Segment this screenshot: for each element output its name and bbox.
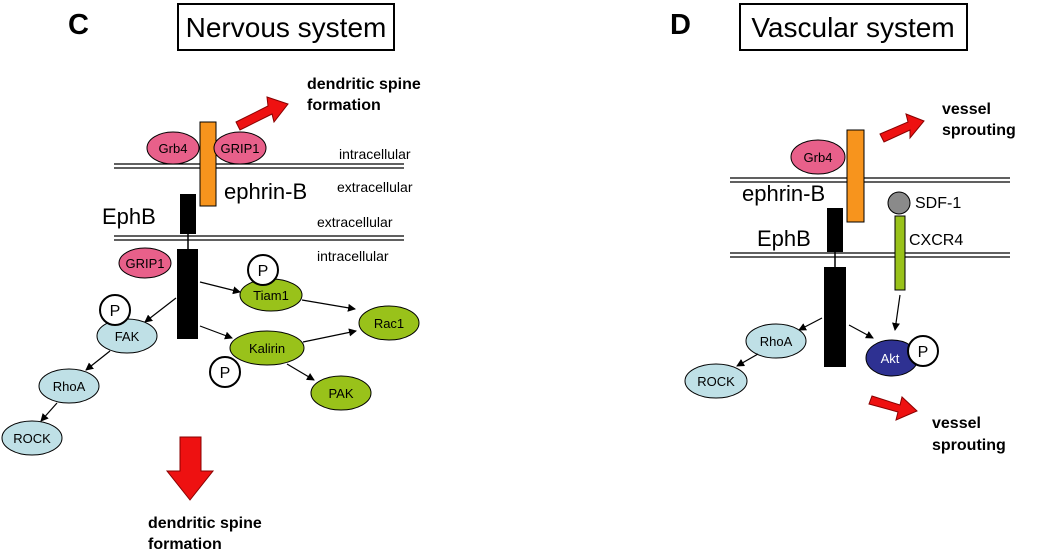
grip1-low-node-c bbox=[118, 247, 172, 279]
ephrin-b-label-c: ephrin-B bbox=[224, 179, 307, 204]
ephrin-b-receptor-c bbox=[199, 121, 217, 207]
upper-membrane-d bbox=[730, 177, 1010, 183]
label-extracellular-bottom-c: extracellular bbox=[317, 214, 393, 230]
rhoa-label-d: RhoA bbox=[760, 334, 793, 349]
ephb-extracellular-d bbox=[827, 208, 843, 252]
rac1-node bbox=[358, 305, 420, 341]
lower-membrane-d bbox=[730, 252, 1010, 258]
arrow-rhoa-rock-c bbox=[40, 402, 58, 422]
phospho-tiam1-label: P bbox=[258, 263, 269, 280]
label-extracellular-top-c: extracellular bbox=[337, 179, 413, 195]
top-outcome-line2-c: formation bbox=[307, 97, 381, 114]
bottom-outcome-line2-d: sprouting bbox=[932, 437, 1006, 454]
pak-label: PAK bbox=[328, 386, 353, 401]
bottom-outcome-arrow-c bbox=[165, 436, 215, 501]
phospho-akt-label: P bbox=[918, 344, 929, 361]
ephb-extracellular-c bbox=[180, 194, 196, 234]
kalirin-node bbox=[229, 330, 305, 366]
phospho-tiam1 bbox=[247, 254, 279, 286]
panel-c: C Nervous system dendritic spine formati… bbox=[1, 3, 421, 552]
ephb-label-d: EphB bbox=[757, 226, 811, 251]
phospho-akt bbox=[907, 335, 939, 367]
grip1-top-label-c: GRIP1 bbox=[220, 141, 259, 156]
bottom-outcome-line1-c: dendritic spine bbox=[148, 515, 262, 532]
bottom-outcome-line1-d: vessel bbox=[932, 415, 981, 432]
arrow-kalirin-pak bbox=[286, 363, 315, 381]
panel-letter-c: C bbox=[68, 9, 89, 41]
phospho-fak bbox=[99, 294, 131, 326]
top-outcome-line1-d: vessel bbox=[942, 101, 991, 118]
cxcr4-label: CXCR4 bbox=[909, 232, 963, 249]
ephb-intracellular-d bbox=[824, 267, 846, 367]
ephb-label-c: EphB bbox=[102, 204, 156, 229]
arrow-tiam1-rac1 bbox=[301, 299, 356, 312]
phospho-kalirin bbox=[209, 356, 241, 388]
cxcr4-receptor bbox=[894, 215, 906, 291]
label-intracellular-top-c: intracellular bbox=[339, 146, 411, 162]
rac1-label: Rac1 bbox=[374, 316, 404, 331]
arrow-cxcr4-akt bbox=[892, 294, 901, 331]
sdf1-label: SDF-1 bbox=[915, 195, 961, 212]
arrow-kalirin-rac1 bbox=[302, 328, 357, 343]
arrow-rhoa-rock-d bbox=[736, 353, 759, 367]
top-outcome-arrow-d bbox=[879, 113, 925, 143]
kalirin-label: Kalirin bbox=[249, 341, 285, 356]
sdf1-ligand bbox=[887, 191, 911, 215]
top-outcome-arrow-c bbox=[235, 96, 289, 131]
bottom-outcome-arrow-d bbox=[868, 395, 918, 421]
arrow-ephb-fak bbox=[144, 297, 177, 323]
top-outcome-line2-d: sprouting bbox=[942, 122, 1016, 139]
rhoa-node-c bbox=[38, 368, 100, 404]
grb4-node-c bbox=[146, 131, 200, 165]
grip1-low-label-c: GRIP1 bbox=[125, 256, 164, 271]
ephb-intracellular-c bbox=[177, 249, 198, 339]
rock-node-c bbox=[1, 420, 63, 456]
panel-d-title: Vascular system bbox=[751, 12, 954, 43]
arrow-fak-rhoa bbox=[85, 350, 111, 371]
grb4-label-c: Grb4 bbox=[159, 141, 188, 156]
pak-node bbox=[310, 375, 372, 411]
phospho-fak-label: P bbox=[110, 303, 121, 320]
lower-membrane-c bbox=[114, 235, 404, 241]
panel-c-title: Nervous system bbox=[186, 12, 387, 43]
phospho-kalirin-label: P bbox=[220, 365, 231, 382]
rock-label-c: ROCK bbox=[13, 431, 51, 446]
ephrin-b-label-d: ephrin-B bbox=[742, 181, 825, 206]
bottom-outcome-line2-c: formation bbox=[148, 536, 222, 552]
panel-c-title-box bbox=[177, 3, 395, 51]
rock-label-d: ROCK bbox=[697, 374, 735, 389]
fak-label: FAK bbox=[115, 329, 140, 344]
grb4-node-d bbox=[790, 139, 846, 175]
rhoa-label-c: RhoA bbox=[53, 379, 86, 394]
upper-membrane-c bbox=[114, 163, 404, 169]
grb4-label-d: Grb4 bbox=[804, 150, 833, 165]
rock-node-d bbox=[684, 363, 748, 399]
panel-d: D Vascular system vessel sprouting ephri… bbox=[670, 3, 1016, 454]
akt-label: Akt bbox=[881, 351, 900, 366]
tiam1-label: Tiam1 bbox=[253, 288, 289, 303]
arrow-ephb-akt bbox=[848, 324, 874, 339]
grip1-top-node-c bbox=[213, 131, 267, 165]
panel-d-title-box bbox=[739, 3, 968, 51]
ephrin-b-receptor-d bbox=[846, 129, 865, 223]
arrow-ephb-kalirin bbox=[199, 325, 233, 340]
rhoa-node-d bbox=[745, 323, 807, 359]
arrow-ephb-tiam1 bbox=[199, 281, 241, 295]
label-intracellular-bottom-c: intracellular bbox=[317, 248, 389, 264]
top-outcome-line1-c: dendritic spine bbox=[307, 76, 421, 93]
panel-letter-d: D bbox=[670, 9, 691, 41]
arrow-ephb-rhoa-d bbox=[798, 317, 823, 331]
